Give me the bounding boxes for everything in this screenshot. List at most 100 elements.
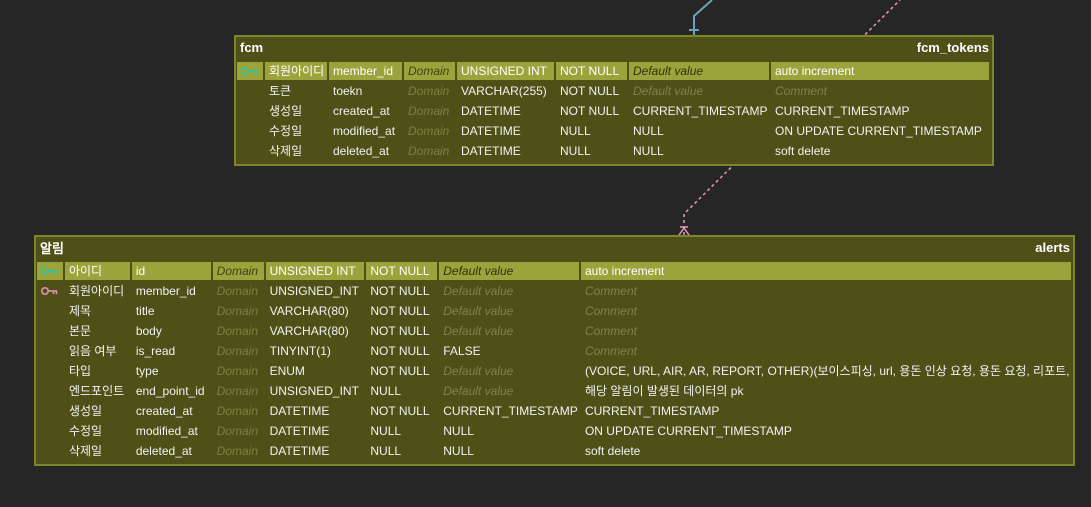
column-data-type: TINYINT(1) [269, 344, 331, 358]
column-physical-name: id [131, 262, 211, 280]
column-logical-name: 읽음 여부 [68, 344, 117, 358]
column-data-type: DATETIME [269, 404, 330, 418]
column-data-type: DATETIME [269, 424, 330, 438]
column-domain: Domain [408, 104, 450, 118]
column-default-value: NULL [633, 124, 664, 138]
entity-header[interactable]: 알림 alerts [36, 237, 1073, 257]
entity-header[interactable]: fcm fcm_tokens [236, 37, 992, 57]
column-comment: ON UPDATE CURRENT_TIMESTAMP [775, 124, 982, 138]
column-nullable: NOT NULL [560, 84, 620, 98]
column-nullable: NOT NULL [370, 404, 430, 418]
column-physical-name: modified_at [333, 124, 396, 138]
column-data-type: DATETIME [269, 444, 330, 458]
column-default-value: Default value [439, 262, 579, 280]
column-logical-name: 제목 [68, 304, 92, 318]
column-domain: Domain [216, 384, 259, 398]
column-physical-name: deleted_at [333, 144, 390, 158]
column-logical-name: 본문 [68, 324, 92, 338]
column-physical-name: deleted_at [135, 444, 192, 458]
column-comment: Comment [775, 84, 828, 98]
column-logical-name: 수정일 [68, 424, 103, 438]
column-default-value: Default value [443, 284, 514, 298]
column-nullable: NOT NULL [370, 364, 430, 378]
column-domain: Domain [216, 404, 259, 418]
column-physical-name: member_id [135, 284, 196, 298]
column-comment: (VOICE, URL, AIR, AR, REPORT, OTHER)(보이스… [584, 364, 1071, 378]
column-default-value: NULL [633, 144, 664, 158]
column-physical-name: modified_at [135, 424, 198, 438]
column-comment: auto increment [580, 262, 1071, 280]
column-logical-name: 회원아이디 [68, 284, 125, 298]
column-logical-name: 엔드포인트 [68, 384, 125, 398]
column-data-type: UNSIGNED INT [457, 62, 554, 80]
column-domain: Domain [408, 124, 450, 138]
column-nullable: NOT NULL [556, 62, 627, 80]
column-data-type: VARCHAR(80) [269, 324, 349, 338]
column-default-value: NULL [443, 444, 474, 458]
column-domain: Domain [404, 62, 455, 80]
key-slot [37, 422, 63, 440]
column-nullable: NULL [370, 444, 402, 458]
column-default-value: Default value [443, 324, 514, 338]
column-default-value: CURRENT_TIMESTAMP [633, 104, 768, 118]
column-logical-name: 회원아이디 [265, 62, 327, 80]
column-comment: Comment [584, 344, 637, 358]
column-data-type: DATETIME [461, 124, 521, 138]
key-slot [37, 362, 63, 380]
column-comment: soft delete [775, 144, 831, 158]
key-slot [237, 82, 263, 100]
column-data-type: UNSIGNED_INT [269, 284, 359, 298]
relationship-line-fcm-upper[interactable] [689, 0, 713, 35]
column-domain: Domain [216, 364, 259, 378]
column-logical-name: 삭제일 [68, 444, 103, 458]
foreign-key-icon [37, 282, 63, 300]
column-comment: Comment [584, 324, 637, 338]
column-nullable: NULL [560, 144, 591, 158]
column-default-value: Default value [633, 84, 704, 98]
column-domain: Domain [216, 324, 259, 338]
column-data-type: DATETIME [461, 144, 521, 158]
column-nullable: NULL [370, 424, 402, 438]
column-physical-name: body [135, 324, 162, 338]
key-slot [37, 382, 63, 400]
entity-physical-name: fcm_tokens [916, 39, 989, 55]
column-domain: Domain [212, 262, 264, 280]
column-nullable: NOT NULL [366, 262, 438, 280]
column-logical-name: 삭제일 [269, 144, 303, 158]
column-comment: 해당 알림이 발생된 데이터의 pk [584, 384, 744, 398]
column-physical-name: toekn [333, 84, 363, 98]
column-default-value: FALSE [443, 344, 481, 358]
entity-logical-name: fcm [240, 39, 264, 55]
column-comment: CURRENT_TIMESTAMP [584, 404, 720, 418]
column-physical-name: created_at [333, 104, 390, 118]
column-logical-name: 타입 [68, 364, 92, 378]
column-physical-name: end_point_id [135, 384, 205, 398]
column-physical-name: title [135, 304, 155, 318]
column-domain: Domain [216, 424, 259, 438]
column-domain: Domain [216, 304, 259, 318]
column-nullable: NOT NULL [370, 344, 430, 358]
column-nullable: NOT NULL [370, 284, 430, 298]
column-physical-name: created_at [135, 404, 193, 418]
column-domain: Domain [216, 344, 259, 358]
column-logical-name: 토큰 [269, 84, 292, 98]
column-logical-name: 아이디 [64, 262, 130, 280]
key-slot [37, 322, 63, 340]
